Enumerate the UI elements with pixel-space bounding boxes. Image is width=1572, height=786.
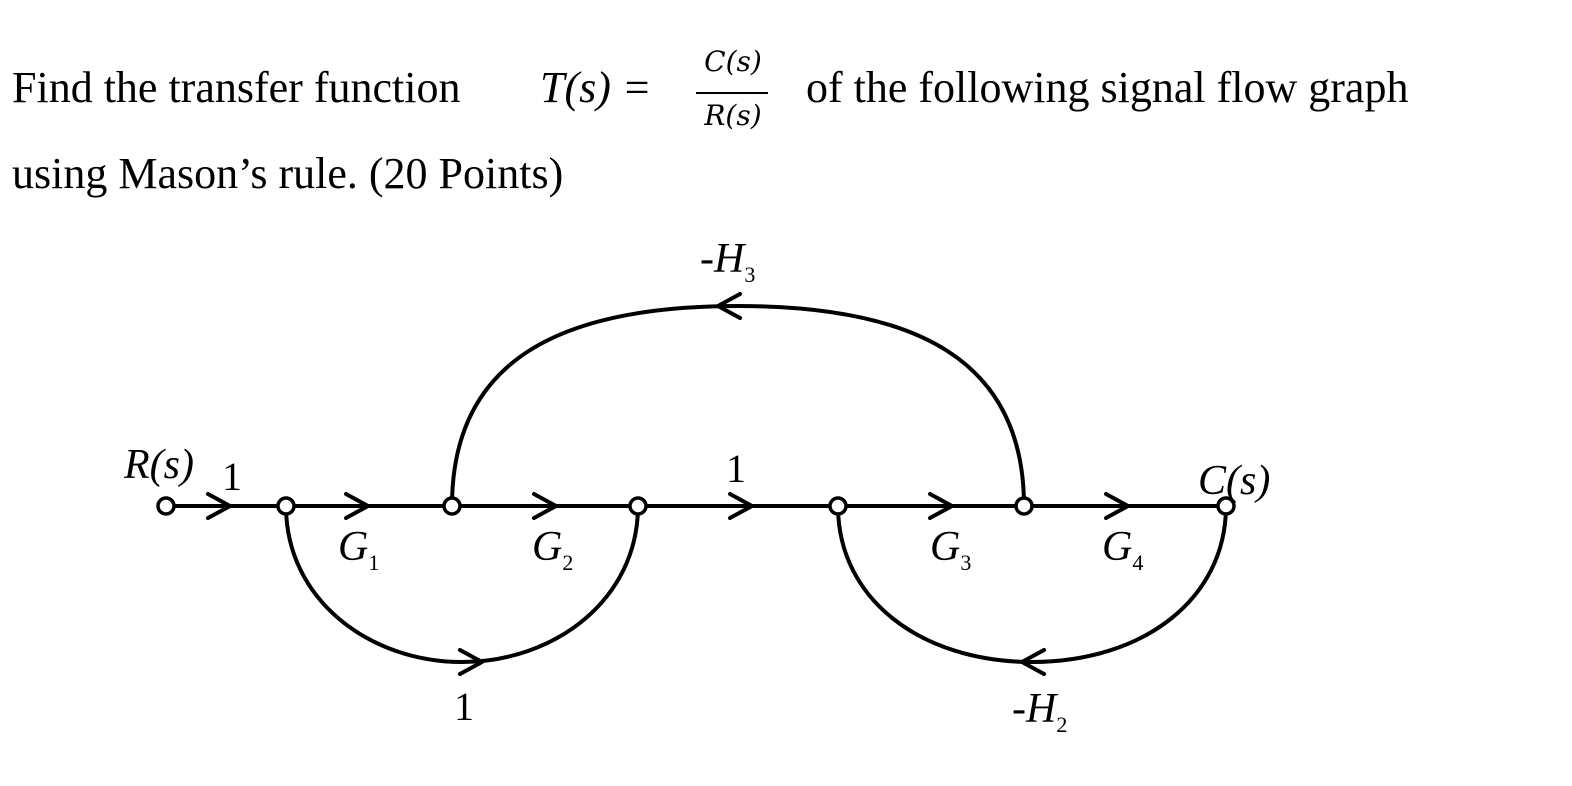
h3-subscript: 3: [744, 262, 755, 287]
node-1: [276, 496, 296, 516]
h2-subscript: 2: [1056, 712, 1067, 737]
arrow-h2: [1020, 648, 1046, 676]
h3-label: -H3: [700, 236, 755, 287]
node-3: [628, 496, 648, 516]
g1-subscript: 1: [368, 550, 379, 575]
g3-subscript: 3: [960, 550, 971, 575]
g1-main: G: [338, 524, 368, 570]
arrow-g1: [344, 492, 370, 520]
h2-label: -H2: [1012, 686, 1067, 737]
arrow-g4: [1104, 492, 1130, 520]
g3-label: G3: [930, 524, 971, 575]
node-2: [442, 496, 462, 516]
g4-main: G: [1102, 524, 1132, 570]
transfer-function-symbol: T(s) =: [540, 63, 652, 112]
g4-subscript: 4: [1132, 550, 1143, 575]
question-text-part2: of the following signal flow graph: [806, 63, 1409, 112]
arrow-g3: [928, 492, 954, 520]
question-line-2: using Mason’s rule. (20 Points): [12, 149, 564, 198]
g3-main: G: [930, 524, 960, 570]
g2-label: G2: [532, 524, 573, 575]
arrow-bypass: [458, 648, 484, 676]
branch-h3-arc: [450, 303, 1026, 508]
g2-subscript: 2: [562, 550, 573, 575]
h2-main: -H: [1012, 686, 1059, 732]
arrow-input: [206, 492, 232, 520]
node-input: [156, 496, 176, 516]
bypass-gain-label: 1: [454, 684, 474, 729]
node-output: [1216, 496, 1236, 516]
branch-h2-arc: [836, 504, 1228, 665]
arrow-mid: [728, 492, 754, 520]
node-4: [828, 496, 848, 516]
node-5: [1014, 496, 1034, 516]
arrow-g2: [532, 492, 558, 520]
branch-bypass-arc: [284, 504, 640, 665]
output-label: C(s): [1198, 458, 1270, 504]
question-line-1: Find the transfer function: [12, 66, 460, 110]
question-text-part1: Find the transfer function: [12, 63, 461, 112]
transfer-function-fraction: C(s) R(s): [692, 44, 774, 140]
fraction-bar: [696, 92, 768, 94]
arrow-h3: [716, 292, 742, 320]
input-label: R(s): [123, 442, 194, 488]
input-gain-label: 1: [222, 454, 242, 499]
fraction-numerator: C(s): [704, 45, 762, 78]
g1-label: G1: [338, 524, 379, 575]
mid-gain-label: 1: [726, 446, 746, 491]
g2-main: G: [532, 524, 562, 570]
h3-main: -H: [700, 236, 747, 282]
fraction-denominator: R(s): [704, 99, 762, 132]
g4-label: G4: [1102, 524, 1143, 575]
